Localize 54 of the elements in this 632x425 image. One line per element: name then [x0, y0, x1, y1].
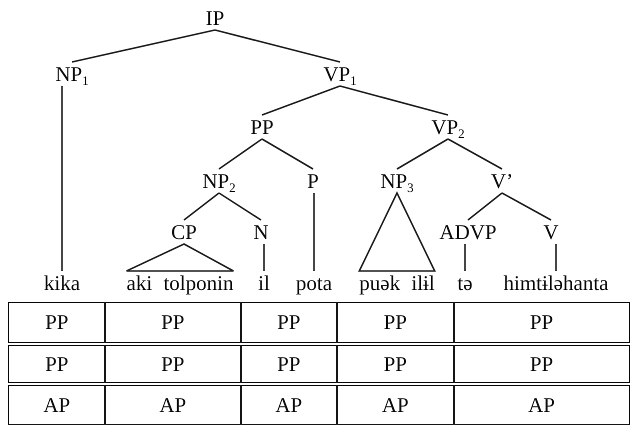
table-cell: AP: [453, 385, 630, 425]
tree-branch: [313, 193, 315, 271]
tree-branch: [555, 244, 557, 271]
tree-branch: [502, 192, 552, 221]
tree-branch: [340, 85, 448, 116]
tree-branch: [214, 29, 340, 63]
category-label: NP$_{2}$: [202, 170, 236, 192]
tree-branch: [72, 29, 216, 63]
triangle-branch: [126, 243, 234, 272]
tree-branch: [218, 138, 262, 170]
table-cell: PP: [240, 302, 338, 343]
table-cell: PP: [104, 345, 242, 383]
word-label: pota: [296, 272, 332, 294]
category-label: V’: [490, 170, 514, 192]
table-cell: AP: [240, 385, 338, 425]
tree-branch: [464, 244, 466, 271]
category-label: V: [543, 221, 559, 243]
category-label: ADVP: [439, 221, 497, 243]
word-label: himtɨləhanta: [504, 272, 608, 294]
category-label: N: [253, 221, 269, 243]
category-label: NP$_{3}$: [380, 170, 414, 192]
tree-branch: [262, 138, 314, 170]
word-label: aki tolponin: [126, 272, 234, 294]
category-label: VP$_{1}$: [323, 63, 357, 85]
tree-branch: [263, 244, 265, 271]
table-cell: PP: [453, 302, 630, 343]
table-cell: AP: [104, 385, 242, 425]
tree-branch: [262, 85, 340, 116]
word-label: kika: [44, 272, 80, 294]
table-cell: AP: [336, 385, 454, 425]
table-cell: PP: [336, 345, 454, 383]
tree-branch: [396, 138, 448, 170]
table-cell: PP: [240, 345, 338, 383]
word-label: tə: [457, 272, 473, 294]
tree-branch: [218, 192, 262, 221]
table-cell: PP: [8, 302, 106, 343]
word-label: il: [258, 272, 270, 294]
table-cell: AP: [8, 385, 106, 425]
tree-branch: [61, 86, 63, 271]
table-cell: PP: [336, 302, 454, 343]
category-label: P: [307, 170, 319, 192]
category-label: IP: [206, 7, 224, 29]
word-label: puək ilɨl: [359, 272, 435, 294]
table-cell: PP: [8, 345, 106, 383]
category-label: NP$_{1}$: [55, 63, 89, 85]
tree-branch: [468, 192, 502, 221]
tree-branch: [184, 192, 220, 221]
category-label: CP: [171, 221, 197, 243]
triangle-branch: [358, 191, 436, 272]
tree-branch: [448, 138, 502, 170]
category-label: VP$_{2}$: [431, 116, 465, 138]
table-cell: PP: [104, 302, 242, 343]
category-label: PP: [250, 116, 274, 138]
table-cell: PP: [453, 345, 630, 383]
